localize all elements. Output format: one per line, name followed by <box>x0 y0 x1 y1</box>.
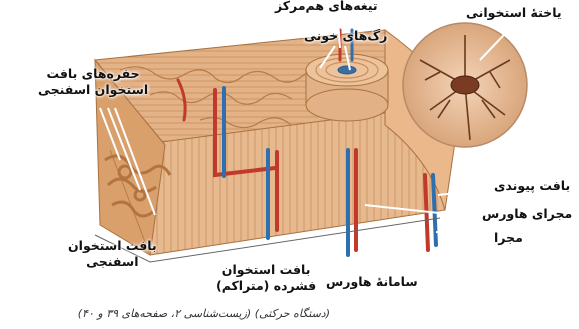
label-canal: مجرا <box>494 230 523 246</box>
label-compact-bone-line1: بافت استخوان <box>216 262 316 278</box>
label-spongy-cavities-line2: استخوان اسفنجی <box>38 82 148 98</box>
label-compact-bone-line2: فشرده (متراکم) <box>216 278 316 294</box>
label-spongy-bone-line2: اسفنجی <box>68 254 157 270</box>
label-spongy-bone: بافت استخوان اسفنجی <box>68 238 157 269</box>
label-spongy-bone-line1: بافت استخوان <box>68 238 157 254</box>
label-bone-cell: یاختهٔ استخوانی <box>466 5 562 21</box>
label-haversian-canal: مجرای هاورس <box>482 206 572 222</box>
label-spongy-cavities-line1: حفره‌های بافت <box>38 66 148 82</box>
figure-caption: (دستگاه حرکتی) (زیست‌شناسی ۲، صفحه‌های ۳… <box>0 307 330 320</box>
label-connective-tissue: بافت پیوندی <box>494 178 570 194</box>
label-spongy-cavities: حفره‌های بافت استخوان اسفنجی <box>38 66 148 97</box>
label-blood-vessels: رگ‌های خونی <box>304 28 387 44</box>
osteon-cylinder <box>306 54 388 121</box>
label-compact-bone: بافت استخوان فشرده (متراکم) <box>216 262 316 293</box>
label-osteon-lamellae: تیغه‌های هم‌مرکز <box>275 0 378 14</box>
bone-cell-inset <box>403 23 527 147</box>
label-haversian-system: سامانهٔ هاورس <box>326 274 418 290</box>
